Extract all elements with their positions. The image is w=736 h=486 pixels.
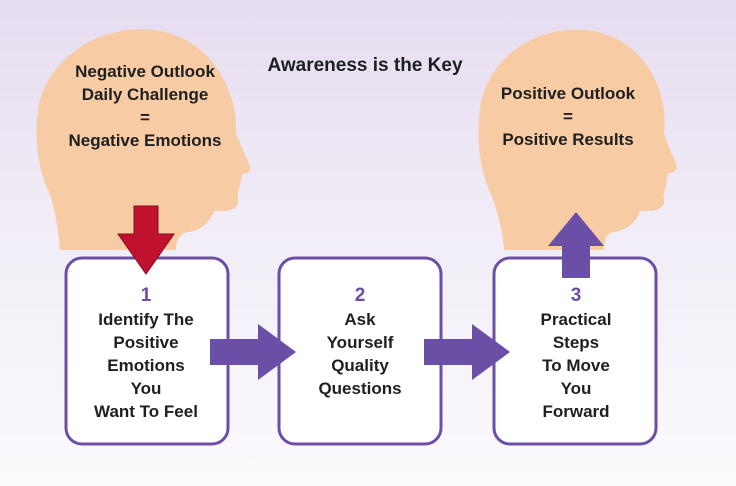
step-3-line: Forward bbox=[542, 402, 610, 421]
step-3-line: You bbox=[560, 379, 592, 398]
negative-head-line: = bbox=[140, 108, 150, 127]
step-3-line: To Move bbox=[542, 356, 610, 375]
right-arrow-2-to-3 bbox=[424, 324, 510, 380]
step-3-text: 3 Practical Steps To Move You Forward bbox=[496, 284, 656, 423]
step-2-number: 2 bbox=[354, 285, 366, 306]
negative-head-text: Negative Outlook Daily Challenge = Negat… bbox=[40, 60, 250, 152]
positive-head-text: Positive Outlook = Positive Results bbox=[478, 82, 658, 151]
positive-head-silhouette bbox=[478, 29, 677, 250]
negative-head-line: Negative Outlook bbox=[75, 62, 215, 81]
step-3-line: Practical bbox=[540, 310, 612, 329]
step-2-line: Questions bbox=[318, 379, 402, 398]
step-2-line: Quality bbox=[331, 356, 389, 375]
up-arrow bbox=[548, 212, 604, 278]
negative-head-line: Daily Challenge bbox=[81, 85, 209, 104]
step-2-line: Yourself bbox=[326, 333, 394, 352]
positive-head-line: = bbox=[563, 107, 573, 126]
negative-head-silhouette bbox=[36, 29, 251, 250]
positive-head-line: Positive Results bbox=[502, 130, 634, 149]
step-1-line: You bbox=[130, 379, 162, 398]
step-1-line: Want To Feel bbox=[94, 402, 198, 421]
step-3-line: Steps bbox=[552, 333, 600, 352]
step-1-text: 1 Identify The Positive Emotions You Wan… bbox=[66, 284, 226, 423]
step-3-number: 3 bbox=[570, 285, 582, 306]
step-1-line: Emotions bbox=[107, 356, 185, 375]
right-arrow-1-to-2 bbox=[210, 324, 296, 380]
step-1-line: Positive bbox=[113, 333, 179, 352]
negative-head-line: Negative Emotions bbox=[68, 131, 222, 150]
diagram-title: Awareness is the Key bbox=[267, 55, 463, 76]
down-arrow bbox=[117, 205, 175, 275]
step-2-line: Ask bbox=[344, 310, 376, 329]
step-2-text: 2 Ask Yourself Quality Questions bbox=[280, 284, 440, 400]
step-1-number: 1 bbox=[140, 285, 152, 306]
positive-head-line: Positive Outlook bbox=[500, 84, 636, 103]
step-1-line: Identify The bbox=[98, 310, 194, 329]
